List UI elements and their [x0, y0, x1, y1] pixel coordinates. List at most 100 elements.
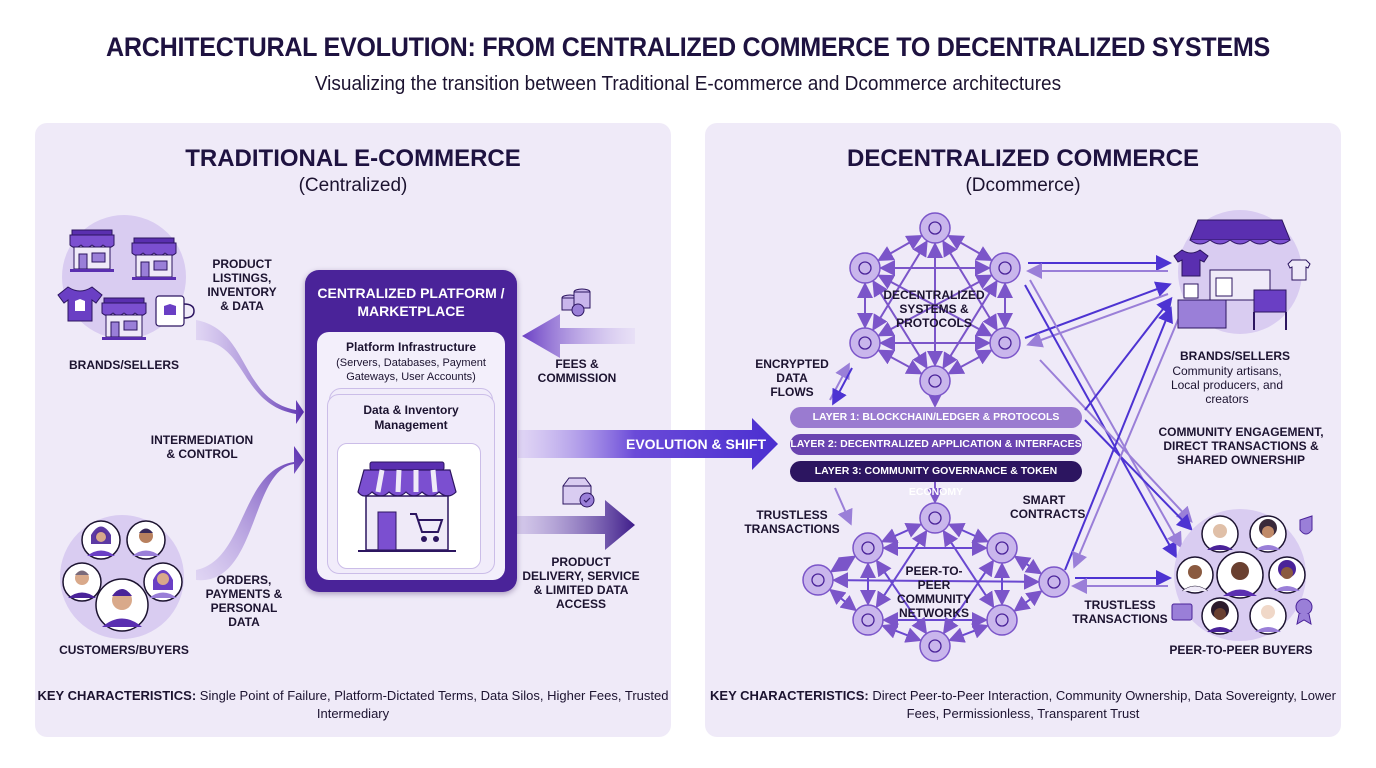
person-avatar-icon — [126, 520, 166, 560]
layer-3-governance: LAYER 3: COMMUNITY GOVERNANCE & TOKEN EC… — [790, 461, 1082, 498]
cycle-icon — [919, 502, 951, 534]
flow-from-sellers — [1026, 293, 1169, 348]
evolution-shift-arrow — [518, 418, 778, 470]
shield-icon — [1299, 515, 1313, 535]
market-stall-icon — [1173, 210, 1311, 334]
network-edge — [880, 522, 923, 544]
data-inventory-title: Data & Inventory Management — [363, 403, 459, 432]
encrypted-flow-arrow — [829, 362, 850, 401]
coins-icon — [561, 288, 591, 317]
network-edge — [948, 623, 989, 643]
peer-buyers-cluster — [1171, 509, 1313, 641]
panel-title-traditional: TRADITIONAL E-COMMERCE — [185, 145, 521, 172]
network-edge — [829, 555, 857, 573]
storefront-icon — [131, 237, 177, 280]
hierarchy-icon — [989, 327, 1021, 359]
panel-subtitle-dcommerce: (Dcommerce) — [965, 175, 1081, 196]
key-characteristics-label: KEY CHARACTERISTICS: — [710, 688, 869, 703]
package-check-icon — [562, 477, 595, 508]
label-brands-sellers-right: BRANDS/SELLERS — [1180, 349, 1291, 363]
award-badge-icon — [1295, 598, 1313, 625]
flow-sellers-to-platform — [196, 320, 304, 424]
label-orders-payments: ORDERS, PAYMENTS & PERSONAL DATA — [205, 573, 283, 629]
fees-arrow — [522, 314, 635, 358]
smart-contract-flow — [1064, 306, 1173, 571]
person-avatar-icon — [95, 578, 149, 632]
label-community-engagement: COMMUNITY ENGAGEMENT, DIRECT TRANSACTION… — [1158, 425, 1324, 467]
wallet-icon — [1171, 603, 1193, 621]
label-customers-buyers: CUSTOMERS/BUYERS — [59, 643, 189, 657]
flow-to-sellers — [1084, 296, 1173, 411]
person-avatar-icon — [62, 562, 102, 602]
main-title: ARCHITECTURAL EVOLUTION: FROM CENTRALIZE… — [106, 32, 1270, 62]
layer-2-dapps: LAYER 2: DECENTRALIZED APPLICATION & INT… — [790, 434, 1082, 455]
panel-subtitle-centralized: (Centralized) — [298, 175, 408, 196]
molecule-icon — [919, 630, 951, 662]
tshirt-icon — [57, 286, 103, 322]
label-fees-commission: FEES & COMMISSION — [537, 357, 617, 385]
flow-to-buyers — [1084, 419, 1193, 531]
flow-to-buyers — [1024, 284, 1177, 559]
main-subtitle: Visualizing the transition between Tradi… — [314, 73, 1062, 95]
infra-title: Platform Infrastructure — [345, 340, 477, 354]
trustless-flow-arrow — [834, 487, 853, 526]
gear-cluster-icon — [852, 532, 884, 564]
atom-icon — [919, 212, 951, 244]
platform-title: CENTRALIZED PLATFORM / MARKETPLACE — [317, 285, 505, 319]
network-edges — [828, 234, 1193, 643]
label-decentralized-systems: DECENTRALIZED SYSTEMS & PROTOCOLS — [883, 288, 985, 330]
panel-title-decentralized: DECENTRALIZED COMMERCE — [847, 145, 1199, 172]
infra-subtitle: (Servers, Databases, Payment Gateways, U… — [336, 357, 486, 383]
network-edge — [947, 349, 993, 375]
person-avatar-icon — [1249, 515, 1287, 553]
key-characteristics-text: Single Point of Failure, Platform-Dictat… — [199, 688, 669, 721]
contract-icon — [852, 604, 884, 636]
document-icon — [986, 604, 1018, 636]
key-characteristics-decentralized: KEY CHARACTERISTICS: Direct Peer-to-Peer… — [705, 687, 1341, 723]
network-icon — [1038, 566, 1070, 598]
person-avatar-icon — [143, 562, 183, 602]
label-encrypted-data-flows: ENCRYPTED DATA FLOWS — [755, 357, 829, 399]
person-avatar-icon — [1176, 556, 1214, 594]
network-hub-icon — [849, 252, 881, 284]
label-p2p-networks: PEER-TO-PEER COMMUNITY NETWORKS — [897, 564, 971, 620]
network-edge — [1013, 555, 1043, 575]
mug-icon — [155, 295, 195, 327]
document-edit-icon — [849, 327, 881, 359]
key-characteristics-text: Direct Peer-to-Peer Interaction, Communi… — [872, 688, 1336, 721]
network-edge — [947, 234, 993, 262]
person-avatar-icon — [1201, 515, 1239, 553]
label-trustless-transactions-left: TRUSTLESS TRANSACTIONS — [744, 508, 840, 536]
network-edge — [831, 572, 1041, 590]
encrypted-flow-arrow — [832, 367, 853, 406]
person-avatar-icon — [1216, 551, 1264, 599]
label-trustless-transactions-right: TRUSTLESS TRANSACTIONS — [1072, 598, 1168, 626]
network-edge — [877, 234, 923, 262]
flow-customers-to-platform — [196, 446, 304, 581]
sellers-cluster — [57, 215, 195, 340]
network-edge — [872, 279, 928, 370]
storefront-cart-icon — [357, 461, 457, 552]
smart-contract-flow — [1072, 314, 1181, 569]
network-edge — [881, 623, 922, 643]
cycle-icon — [919, 365, 951, 397]
evolution-shift-label: EVOLUTION & SHIFT — [626, 436, 766, 452]
delivery-arrow — [485, 500, 635, 550]
person-avatar-icon — [1201, 597, 1239, 635]
label-intermediation-control: INTERMEDIATION & CONTROL — [150, 433, 254, 461]
person-avatar-icon — [81, 520, 121, 560]
network-edge — [1013, 590, 1043, 612]
network-edge — [828, 588, 858, 612]
storefront-icon — [69, 229, 115, 272]
network-edge — [942, 279, 998, 370]
key-characteristics-label: KEY CHARACTERISTICS: — [37, 688, 197, 703]
label-brands-sellers: BRANDS/SELLERS — [68, 358, 179, 372]
ledger-icon — [986, 532, 1018, 564]
wallet-icon — [989, 252, 1021, 284]
flow-to-buyers — [1029, 279, 1182, 549]
label-product-listings: PRODUCT LISTINGS, INVENTORY & DATA — [207, 257, 277, 313]
label-product-delivery: PRODUCT DELIVERY, SERVICE & LIMITED DATA… — [522, 555, 640, 611]
key-characteristics-traditional: KEY CHARACTERISTICS: Single Point of Fai… — [35, 687, 671, 723]
network-edge — [947, 522, 990, 544]
